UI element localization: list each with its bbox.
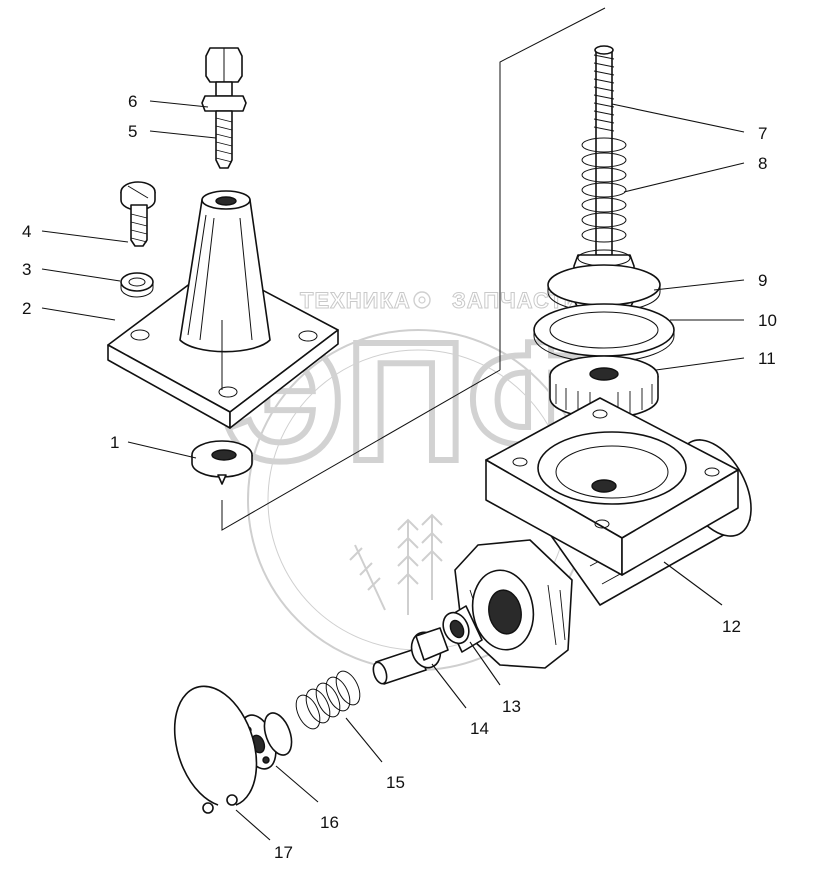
bolt-assembly-5-6: [201, 47, 247, 169]
callout-1: 1: [110, 433, 119, 452]
watermark-left-text: ТЕХНИКА: [300, 288, 411, 313]
callout-14: 14: [470, 719, 489, 738]
assembly-guide-lines: [221, 7, 606, 531]
compression-spring-15: [295, 670, 361, 730]
callout-9: 9: [758, 271, 767, 290]
leader-lines: [41, 100, 745, 841]
callout-6: 6: [128, 92, 137, 111]
callout-16: 16: [320, 813, 339, 832]
callout-7: 7: [758, 124, 767, 143]
callout-10: 10: [758, 311, 777, 330]
callout-numbers: 6 5 4 3 2 1 7 8 9 10 11 12 13 14 15 16 1…: [22, 92, 777, 862]
callout-15: 15: [386, 773, 405, 792]
valve-body-12: [454, 397, 752, 669]
callout-5: 5: [128, 122, 137, 141]
gear-icon: [413, 291, 431, 309]
retaining-ring-17: [173, 685, 258, 814]
sleeve-13: [442, 605, 483, 653]
wheat-icon: [349, 513, 443, 615]
callout-13: 13: [502, 697, 521, 716]
callout-4: 4: [22, 222, 31, 241]
callout-8: 8: [758, 154, 767, 173]
cone-housing-2: [107, 190, 339, 429]
plunger-14: [372, 627, 449, 685]
valve-disc-1: [191, 440, 253, 485]
callout-2: 2: [22, 299, 31, 318]
callout-17: 17: [274, 843, 293, 862]
washer-3: [120, 272, 154, 298]
callout-3: 3: [22, 260, 31, 279]
callout-11: 11: [758, 349, 776, 368]
callout-12: 12: [722, 617, 741, 636]
screw-4: [120, 181, 156, 247]
